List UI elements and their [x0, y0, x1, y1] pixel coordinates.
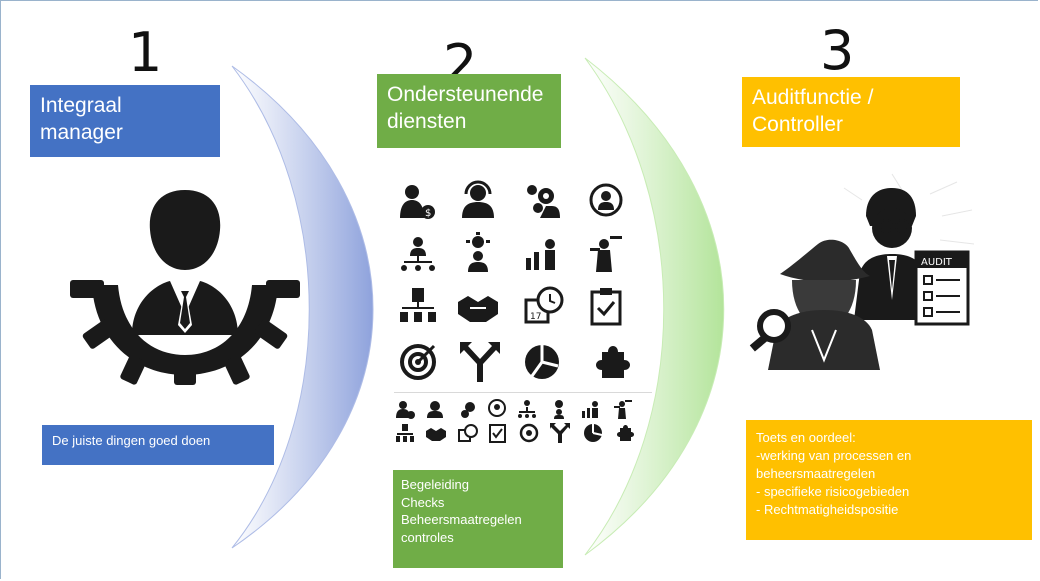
step-3-title-line-2: Controller [752, 112, 844, 136]
person-target-icon [589, 183, 623, 217]
step-1-title-box: Integraal manager [30, 85, 220, 157]
step-1-description-box: De juiste dingen goed doen [42, 425, 274, 465]
person-gears-icon [461, 402, 475, 418]
audit-badge: AUDIT [921, 257, 953, 268]
call-center-icon [462, 180, 494, 218]
svg-text:17: 17 [530, 312, 541, 322]
lens-2 [584, 57, 725, 556]
growth-people-icon [582, 401, 598, 418]
person-dollar-icon: $ [400, 185, 435, 219]
handshake-icon [458, 296, 498, 322]
step-3-description-line-5: - Rechtmatigheidspositie [756, 501, 899, 517]
step-2-description-line-4: controles [401, 529, 454, 545]
step-3-title-line-1: Auditfunctie / [752, 86, 874, 109]
step-3-title-box: Auditfunctie / Controller [742, 77, 960, 147]
services-icon-grid-large: $ [400, 180, 630, 382]
checklist-icon [590, 288, 622, 326]
decision-arrow-icon [460, 342, 500, 382]
step-2-description-line-1: Begeleiding [401, 477, 469, 492]
person-dollar-icon [396, 401, 415, 419]
org-chart-icon [518, 400, 536, 418]
pie-chart-icon [584, 424, 603, 442]
presenter-icon [590, 236, 622, 272]
person-target-icon [488, 399, 506, 417]
step-1-title-line-1: Integraal [40, 94, 122, 117]
puzzle-icon [596, 346, 630, 378]
org-chart-icon [401, 237, 435, 271]
step-2-description-box: Begeleiding Checks Beheersmaatregelen co… [393, 470, 563, 568]
decision-arrow-icon [550, 423, 570, 443]
step-3-description-line-3: beheersmaatregelen [756, 465, 876, 481]
call-center-icon [427, 401, 443, 418]
step-2-title-line-2: diensten [387, 109, 467, 133]
person-gears-icon [527, 185, 560, 218]
step-1-description: De juiste dingen goed doen [52, 433, 211, 448]
manager-gear-icon [70, 190, 300, 385]
hierarchy-icon [396, 424, 414, 442]
step-3-description-line-2: -werking van processen en [756, 447, 912, 463]
step-2-title-box: Ondersteunende diensten [377, 74, 561, 148]
target-icon [519, 423, 539, 443]
step-1-number: 1 [128, 21, 163, 84]
growth-people-icon [526, 239, 555, 270]
services-icon-grid-small [396, 399, 634, 443]
step-3-description-line-1: Toets en oordeel: [756, 430, 856, 445]
idea-person-icon [554, 400, 564, 419]
presenter-icon [614, 400, 632, 419]
icon-grid-separator [394, 392, 652, 393]
step-2-description-line-2: Checks [401, 494, 445, 510]
lens-1 [231, 65, 374, 549]
idea-person-icon [466, 232, 490, 272]
step-1-title-line-2: manager [40, 120, 123, 144]
svg-text:$: $ [425, 208, 431, 219]
hierarchy-icon [400, 288, 436, 322]
step-3-description-line-4: - specifieke risicogebieden [756, 483, 910, 499]
handshake-icon [426, 428, 446, 441]
pie-chart-icon [525, 345, 559, 379]
calendar-clock-icon: 17 [524, 286, 564, 324]
step-2-description-line-3: Beheersmaatregelen [401, 512, 522, 528]
checklist-icon [489, 424, 506, 443]
auditor-inspector-icon: AUDIT [749, 173, 975, 370]
step-2-title-line-1: Ondersteunende [387, 83, 544, 106]
puzzle-icon [617, 425, 634, 441]
step-3-number: 3 [820, 19, 855, 82]
step-3-description-box: Toets en oordeel: -werking van processen… [746, 420, 1032, 540]
target-icon [400, 344, 436, 380]
calendar-clock-icon [458, 424, 478, 442]
